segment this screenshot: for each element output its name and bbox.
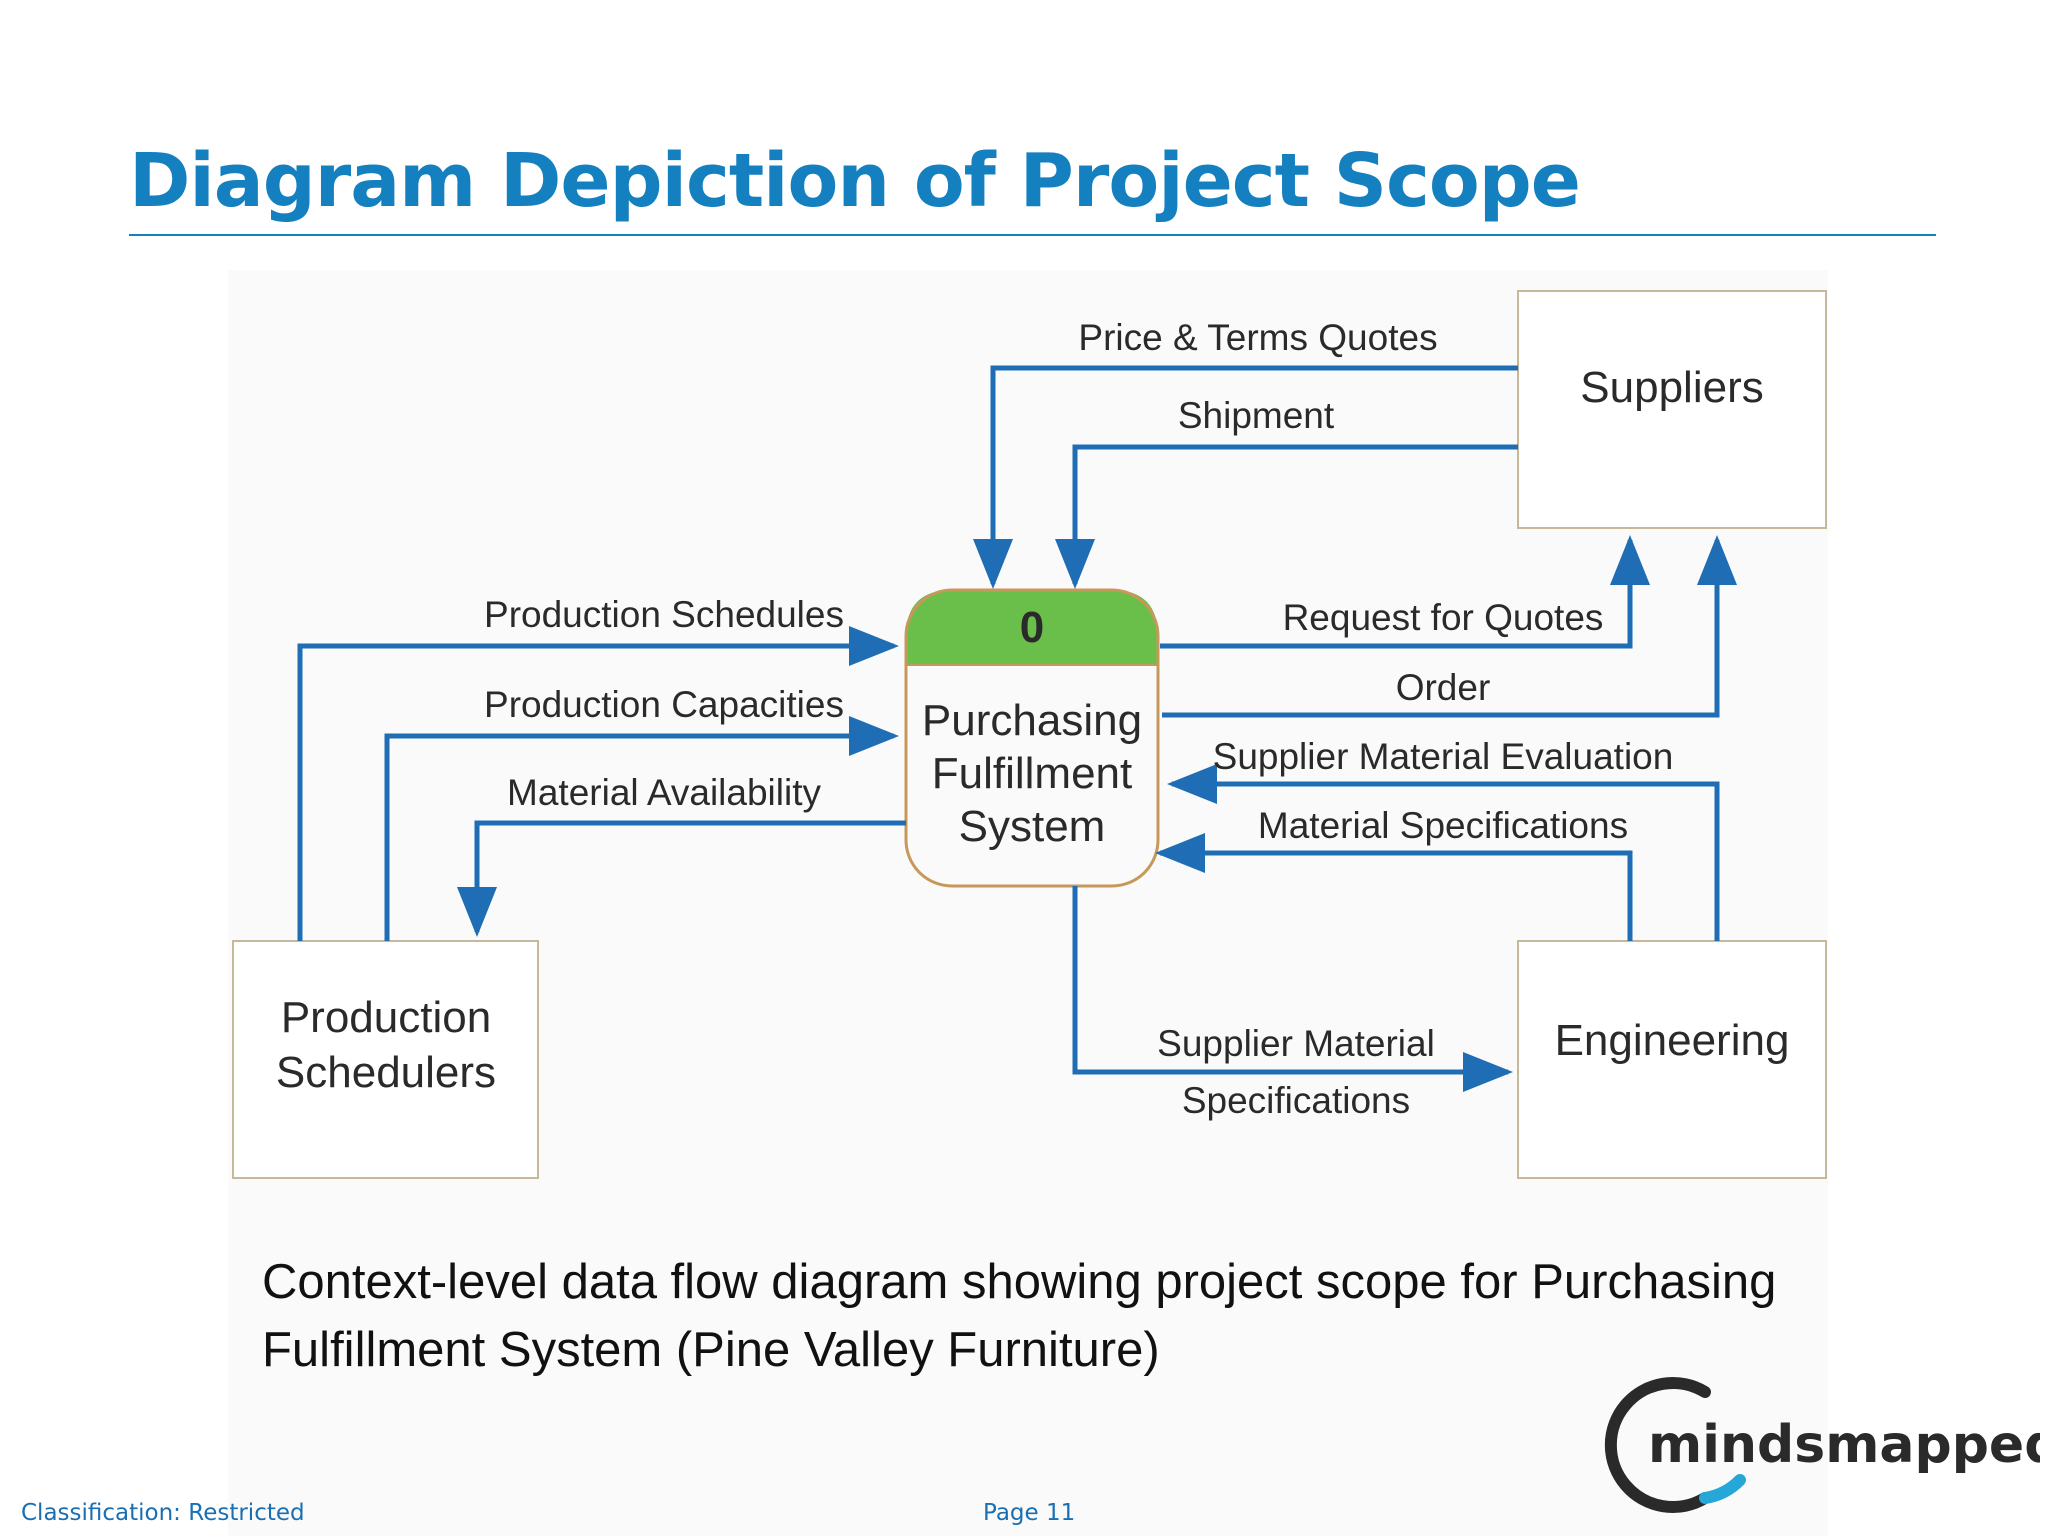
arrow-supplier-material-specifications	[1072, 886, 1513, 1092]
flow-label-shipment: Shipment	[1178, 395, 1335, 436]
entity-suppliers-label: Suppliers	[1580, 363, 1763, 412]
arrow-request-for-quotes	[1160, 535, 1650, 649]
flow-label-material-availability: Material Availability	[507, 772, 821, 813]
logo-text: mindsmapped	[1648, 1415, 2040, 1475]
footer-classification: Classification: Restricted	[21, 1500, 305, 1526]
process-purchasing-fulfillment: 0 Purchasing Fulfillment System	[904, 588, 1160, 888]
arrow-price-terms-quotes	[973, 365, 1518, 589]
flow-label-production-schedules: Production Schedules	[484, 594, 844, 635]
arrow-material-availability	[457, 820, 906, 937]
arrow-material-specifications	[1155, 833, 1633, 941]
flow-label-material-specifications: Material Specifications	[1258, 805, 1628, 846]
entity-engineering: Engineering	[1517, 940, 1827, 1179]
process-number: 0	[1020, 603, 1044, 652]
entity-production-schedulers-label-2: Schedulers	[276, 1048, 496, 1097]
entity-engineering-label: Engineering	[1555, 1016, 1790, 1065]
process-name-line-3: System	[959, 802, 1106, 851]
entity-production-schedulers-label-1: Production	[281, 993, 491, 1042]
flow-label-supplier-material-evaluation: Supplier Material Evaluation	[1213, 736, 1674, 777]
process-name-line-1: Purchasing	[922, 696, 1142, 745]
diagram-caption: Context-level data flow diagram showing …	[262, 1255, 1777, 1377]
entity-production-schedulers: Production Schedulers	[232, 940, 539, 1179]
flow-label-price-terms-quotes: Price & Terms Quotes	[1078, 317, 1437, 358]
entity-suppliers: Suppliers	[1517, 290, 1827, 529]
title-rule	[129, 234, 1936, 236]
process-name-line-2: Fulfillment	[932, 749, 1133, 798]
footer-page-number: Page 11	[983, 1500, 1076, 1526]
arrow-shipment	[1055, 444, 1518, 589]
flow-label-request-for-quotes: Request for Quotes	[1283, 597, 1604, 638]
flow-label-production-capacities: Production Capacities	[484, 684, 844, 725]
arrow-production-schedules	[297, 626, 899, 941]
arrow-supplier-material-evaluation	[1167, 764, 1720, 941]
arrow-order	[1162, 535, 1737, 718]
flow-label-supplier-material-specifications-1: Supplier Material	[1157, 1023, 1435, 1064]
mindsmapped-logo: mindsmapped	[1604, 1377, 2040, 1513]
flow-label-supplier-material-specifications-2: Specifications	[1182, 1080, 1410, 1121]
slide-title: Diagram Depiction of Project Scope	[129, 138, 1581, 224]
flow-label-order: Order	[1396, 667, 1491, 708]
arrow-production-capacities	[384, 716, 899, 941]
